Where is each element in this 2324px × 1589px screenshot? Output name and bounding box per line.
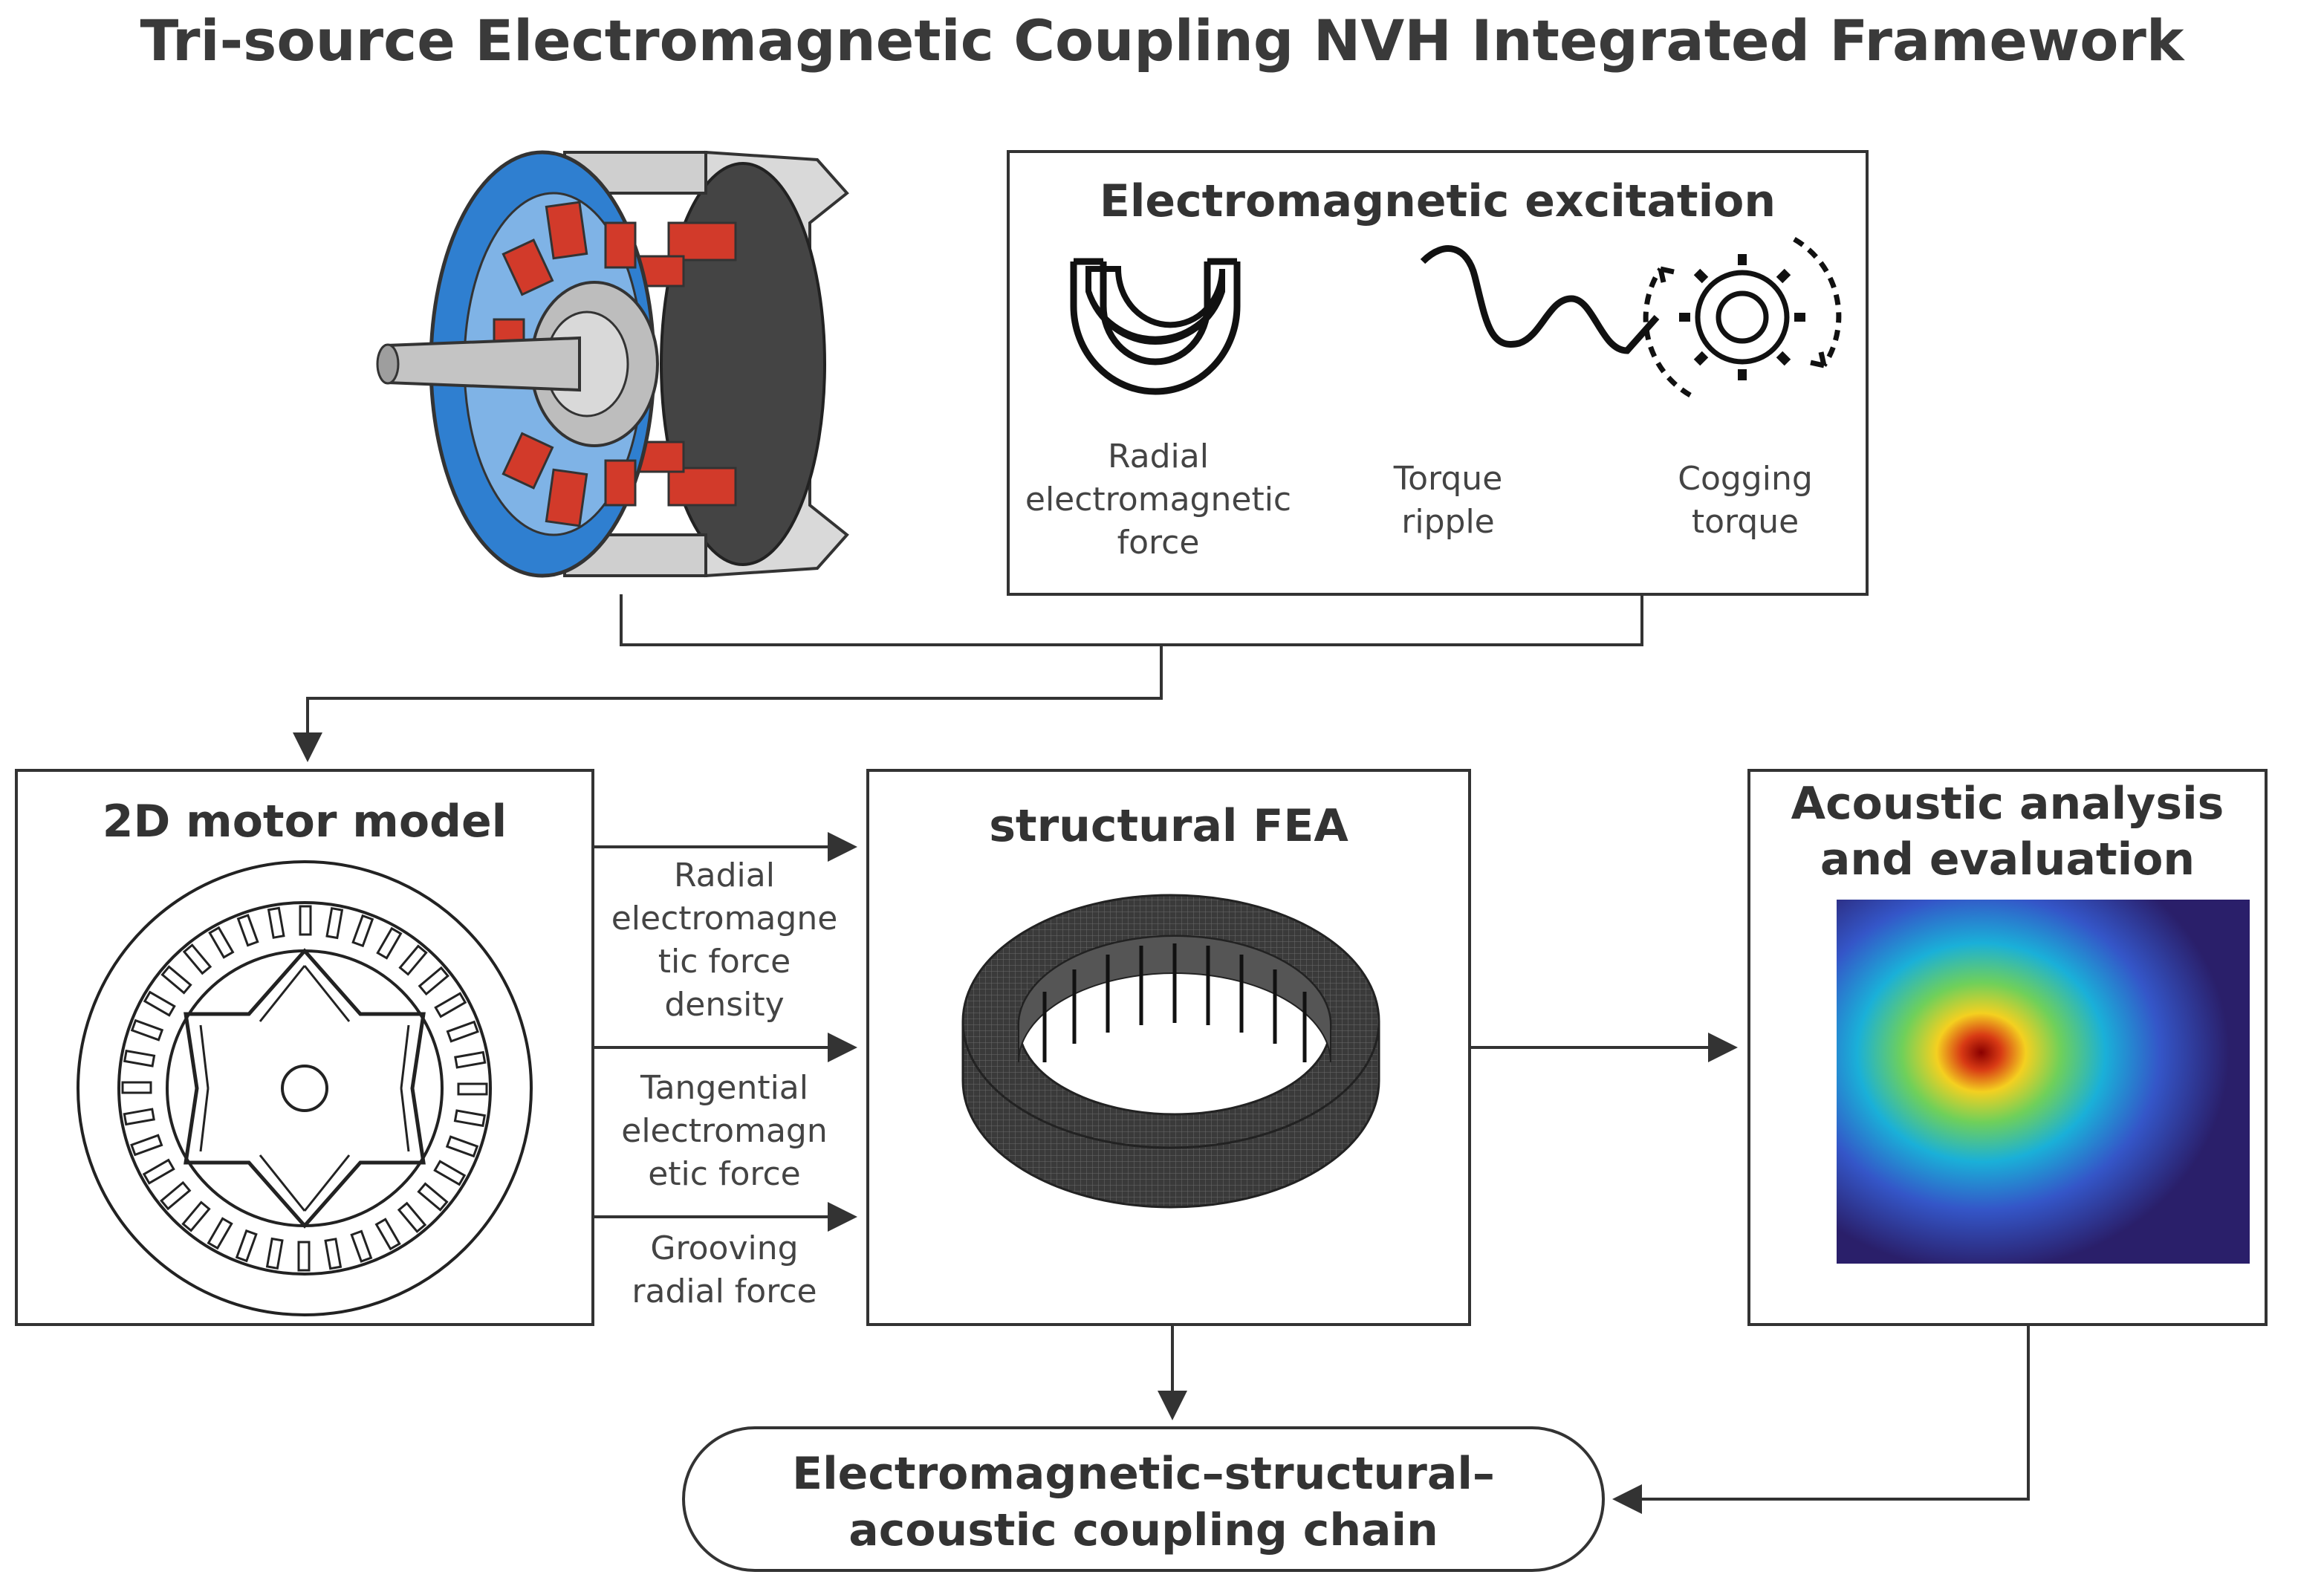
motor-cross-section — [77, 860, 533, 1316]
arrow-acoustic-to-chain — [1612, 1325, 2030, 1514]
fea-title: structural FEA — [989, 800, 1348, 852]
acoustic-heatmap — [1837, 900, 2250, 1264]
label-tangential-force: Tangential electromagn etic force — [621, 1069, 828, 1193]
excitation-title: Electromagnetic excitation — [1099, 175, 1776, 227]
motor-model-box: 2D motor model — [15, 769, 594, 1326]
motor-body — [376, 150, 849, 578]
coupling-chain-node: Electromagnetic–structural– acoustic cou… — [682, 1426, 1605, 1572]
connector-motor-down — [620, 594, 1643, 646]
label-grooving-force: Grooving radial force — [632, 1229, 817, 1310]
excitation-label-cogging: Cogging torque — [1678, 460, 1813, 541]
stator-mesh-illustration — [961, 894, 1380, 1209]
motor-model-title: 2D motor model — [102, 796, 507, 848]
fea-box: structural FEA — [866, 769, 1471, 1326]
label-radial-force-density: Radial electromagne tic force density — [611, 857, 838, 1024]
excitation-icons — [1070, 236, 1842, 398]
horseshoe-magnet-shape — [1070, 258, 1241, 395]
coupling-chain-label: Electromagnetic–structural– acoustic cou… — [792, 1448, 1495, 1556]
excitation-label-torque-ripple: Torque ripple — [1393, 460, 1503, 541]
connector-merge — [293, 645, 1163, 762]
excitation-box: Electromagnetic excitation — [1007, 150, 1869, 596]
diagram-title: Tri-source Electromagnetic Coupling NVH … — [140, 7, 2184, 74]
gear-rotation-icon — [1643, 236, 1842, 398]
excitation-label-radial: Radial electromagnetic force — [1025, 438, 1292, 562]
sine-wave-icon — [1420, 245, 1660, 354]
acoustic-title: Acoustic analysis and evaluation — [1791, 778, 2224, 886]
acoustic-box: Acoustic analysis and evaluation — [1747, 769, 2268, 1326]
